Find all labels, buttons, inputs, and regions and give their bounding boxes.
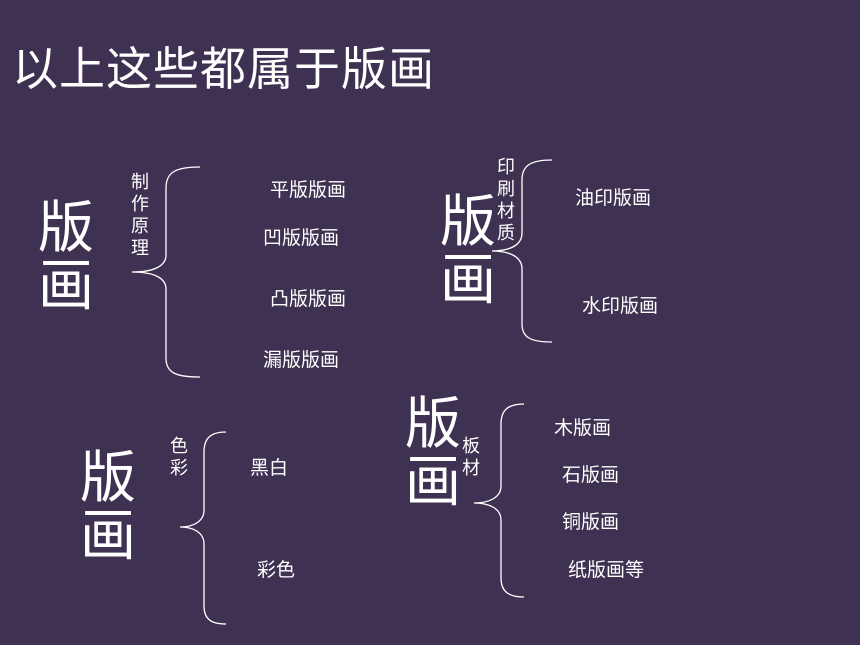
main-label: 版画 <box>38 196 94 319</box>
list-item: 铜版画 <box>562 511 620 533</box>
list-item: 水印版画 <box>582 295 659 317</box>
list-item: 凹版版画 <box>263 227 340 249</box>
list-item: 木版画 <box>554 417 612 439</box>
list-item: 黑白 <box>250 457 289 479</box>
list-item: 石版画 <box>562 464 620 486</box>
list-item: 漏版版画 <box>263 349 340 371</box>
main-label: 版画 <box>440 190 496 313</box>
list-item: 油印版画 <box>575 187 652 209</box>
list-item: 纸版画等 <box>568 559 645 581</box>
main-label: 版画 <box>80 446 136 569</box>
category-label: 色彩 <box>170 436 188 479</box>
list-item: 凸版版画 <box>270 288 347 310</box>
category-label: 板材 <box>462 436 480 479</box>
list-item: 平版版画 <box>270 179 347 201</box>
category-label: 制作原理 <box>131 172 149 259</box>
page-title: 以上这些都属于版画 <box>12 42 435 96</box>
list-item: 彩色 <box>257 559 296 581</box>
category-label: 印刷材质 <box>497 157 515 244</box>
main-label: 版画 <box>405 392 461 515</box>
